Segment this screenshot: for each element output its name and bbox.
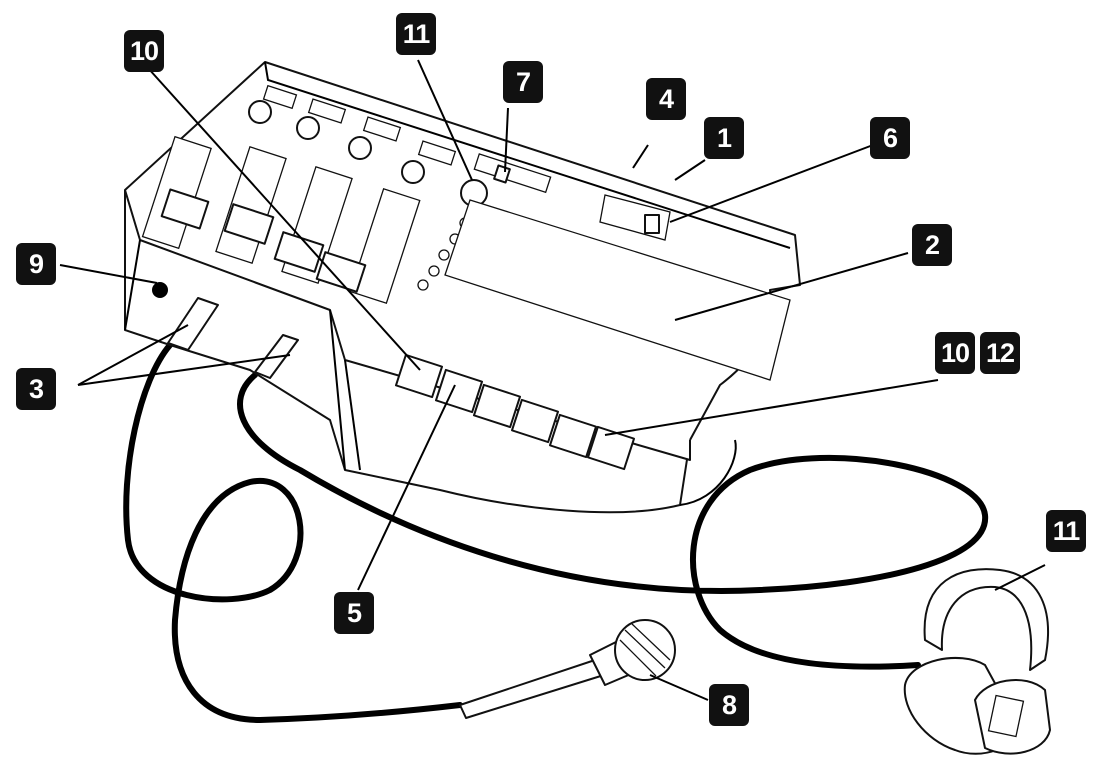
callout-9: 9 [16,243,56,285]
leader-lines [59,59,1046,701]
power-switch [599,194,671,241]
callout-5: 5 [334,592,374,634]
microphone-cable [123,342,463,724]
callout-11-top: 11 [396,13,436,55]
callout-6: 6 [870,117,910,159]
channel-faders [141,135,421,305]
callout-12: 12 [980,332,1020,374]
callout-10-top: 10 [124,30,164,72]
callout-2: 2 [912,224,952,266]
fader-4 [315,187,421,305]
function-buttons [394,353,636,471]
headphone-cable [237,372,989,670]
headphones [903,568,1051,755]
channel-knobs [248,100,488,207]
display-panel [444,199,791,381]
callout-11-right: 11 [1046,510,1086,552]
microphone [459,619,676,719]
fader-2 [215,146,287,264]
callout-3: 3 [16,368,56,410]
callout-4: 4 [646,78,686,120]
fader-1 [141,135,212,250]
callout-1: 1 [704,117,744,159]
label-strips [262,84,457,166]
callout-8: 8 [709,684,749,726]
callout-10-right: 10 [935,332,975,374]
callout-7: 7 [503,61,543,103]
